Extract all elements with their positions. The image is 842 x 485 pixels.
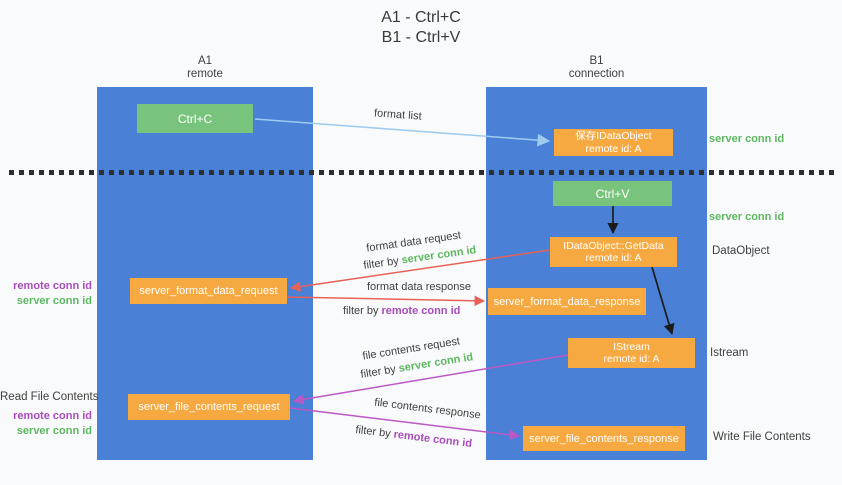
remote-conn-id-text: remote conn id: [381, 305, 461, 317]
server-conn-id-label: server conn id: [16, 295, 92, 307]
remote-conn-id-label: remote conn id: [13, 410, 92, 422]
filter-by-text: filter by: [362, 254, 403, 272]
idataobject-getdata-line2: remote id: A: [585, 252, 642, 264]
server-format-data-response-label: server_format_data_response: [493, 295, 641, 308]
server-format-data-request-box: server_format_data_request: [130, 278, 287, 304]
lane-header-a1: A1 remote: [97, 55, 313, 81]
filter-by-text: filter by: [343, 305, 382, 317]
title-line-2: B1 - Ctrl+V: [381, 29, 461, 46]
ctrl-v-box: Ctrl+V: [553, 181, 672, 206]
lane-header-b1: B1 connection: [486, 55, 707, 81]
server-conn-id-label-mid: server conn id: [709, 211, 785, 223]
save-idataobject-line2: remote id: A: [585, 142, 642, 155]
server-conn-id-label: server conn id: [16, 425, 92, 437]
istream-box: IStream remote id: A: [568, 338, 695, 368]
lane-a1-role: remote: [187, 68, 223, 80]
server-conn-id-label-top: server conn id: [709, 133, 785, 145]
format-list-label: format list: [373, 107, 423, 123]
diagram-title: A1 - Ctrl+C B1 - Ctrl+V: [0, 8, 842, 48]
server-file-contents-request-label: server_file_contents_request: [138, 401, 280, 413]
filter-by-text: filter by: [354, 423, 395, 441]
format-data-response-filter-label: filter by remote conn id: [343, 305, 460, 317]
idataobject-getdata-box: IDataObject::GetData remote id: A: [550, 237, 677, 267]
server-format-data-response-box: server_format_data_response: [488, 288, 646, 315]
ctrl-c-label: Ctrl+C: [177, 111, 213, 126]
left-conn-ids-bottom: remote conn id server conn id: [0, 409, 92, 439]
file-contents-response-label: file contents response: [373, 396, 482, 422]
dataobject-label: DataObject: [712, 245, 770, 257]
read-file-contents-label: Read File Contents: [0, 391, 99, 403]
filter-by-text: filter by: [359, 362, 400, 381]
title-line-1: A1 - Ctrl+C: [381, 9, 461, 26]
remote-conn-id-text: remote conn id: [392, 428, 473, 451]
lane-a1-name: A1: [197, 55, 213, 67]
server-file-contents-response-label: server_file_contents_response: [529, 432, 679, 445]
file-contents-response-filter-label: filter by remote conn id: [355, 424, 473, 450]
idataobject-getdata-line1: IDataObject::GetData: [563, 239, 664, 252]
istream-side-label: Istream: [710, 347, 749, 359]
dotted-divider: [9, 170, 835, 175]
lane-b1-role: connection: [568, 68, 625, 80]
ctrl-c-box: Ctrl+C: [137, 104, 253, 133]
istream-line2: remote id: A: [603, 353, 660, 365]
left-conn-ids-top: remote conn id server conn id: [0, 279, 92, 309]
save-idataobject-line1: 保存IDataObject: [575, 130, 652, 142]
write-file-contents-label: Write File Contents: [713, 431, 811, 443]
istream-line1: IStream: [613, 340, 650, 353]
format-data-response-label: format data response: [367, 281, 471, 293]
save-idataobject-box: 保存IDataObject remote id: A: [554, 129, 673, 156]
server-file-contents-response-box: server_file_contents_response: [523, 426, 685, 451]
server-file-contents-request-box: server_file_contents_request: [128, 394, 290, 420]
ctrl-v-label: Ctrl+V: [595, 186, 630, 201]
lane-b1-name: B1: [589, 55, 604, 67]
remote-conn-id-label: remote conn id: [13, 280, 92, 292]
format-data-response-arrow: [286, 295, 486, 307]
server-format-data-request-label: server_format_data_request: [139, 285, 278, 297]
